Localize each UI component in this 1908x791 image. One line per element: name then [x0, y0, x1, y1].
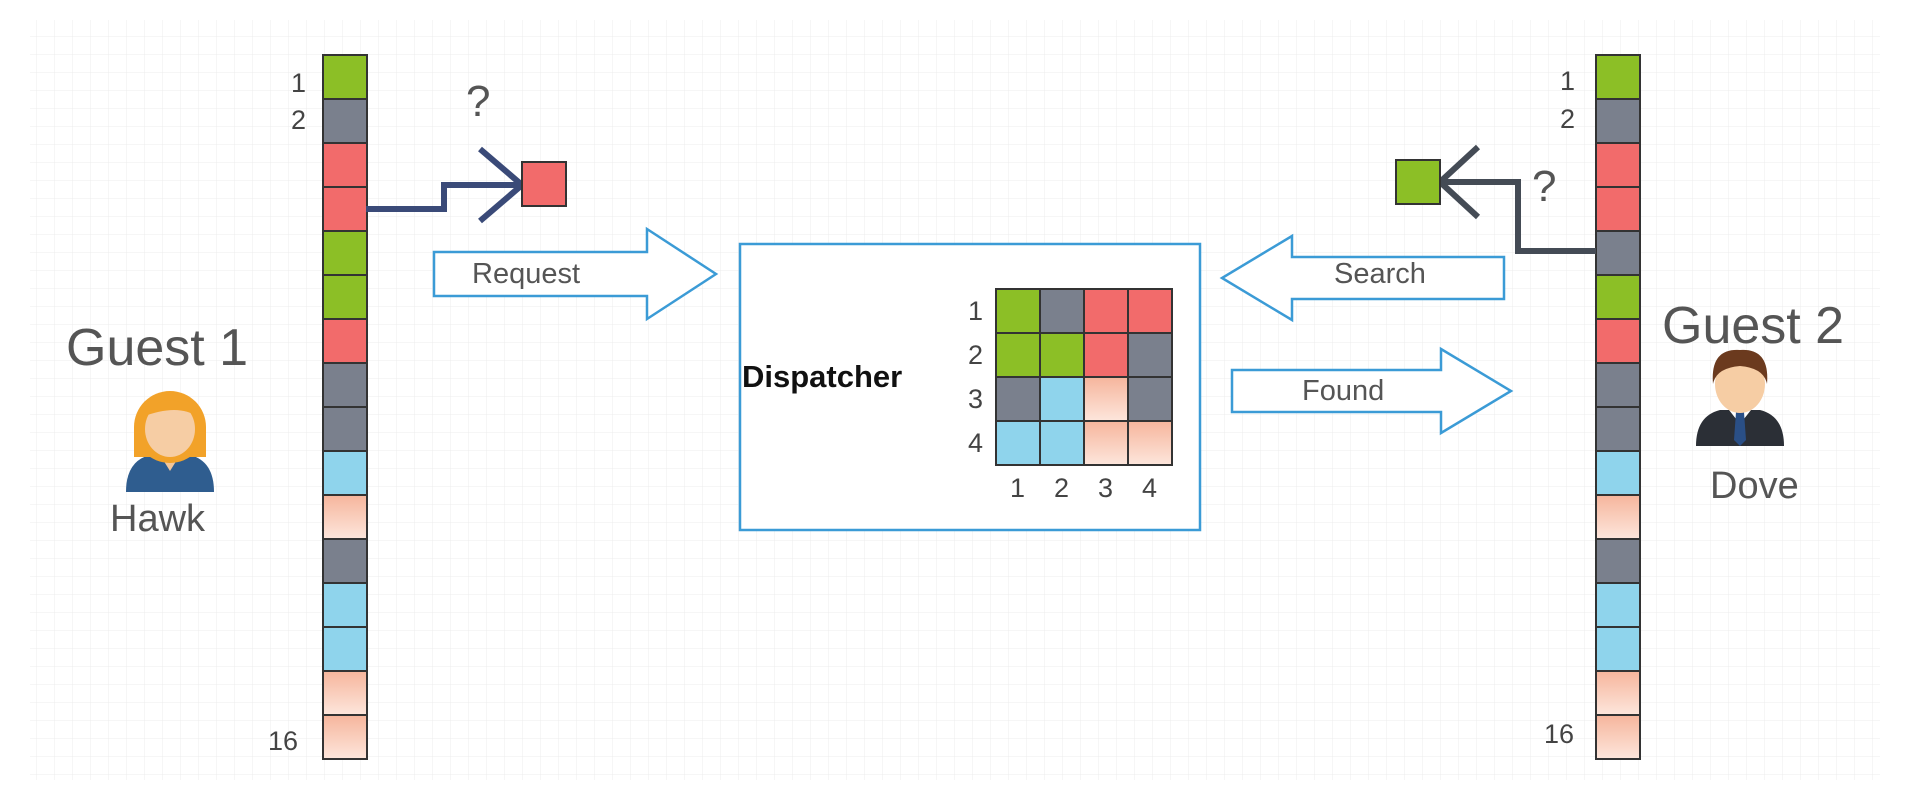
matrix-col-label-3: 3	[1098, 473, 1114, 503]
matrix-cell-r4-c3	[1083, 420, 1129, 466]
guest1-index-first: 1	[291, 68, 307, 98]
female-user-icon	[126, 391, 214, 492]
matrix-cell-r1-c1	[995, 288, 1041, 334]
matrix-cell-r2-c3	[1083, 332, 1129, 378]
guest2-memory-cell-1	[1595, 54, 1641, 100]
found-label: Found	[1302, 375, 1385, 407]
matrix-cell-r4-c2	[1039, 420, 1085, 466]
guest1-index-second: 2	[291, 105, 307, 135]
guest1-name: Hawk	[110, 498, 206, 540]
male-user-icon	[1696, 349, 1784, 446]
guest1-memory-cell-8	[322, 362, 368, 408]
matrix-row-label-4: 4	[968, 428, 984, 458]
guest2-memory-cell-6	[1595, 274, 1641, 320]
guest2-title: Guest 2	[1662, 297, 1845, 355]
matrix-cell-r2-c1	[995, 332, 1041, 378]
guest1-query-block	[521, 161, 567, 207]
guest2-query-block	[1395, 159, 1441, 205]
guest1-memory-cell-16	[322, 714, 368, 760]
matrix-cell-r1-c4	[1127, 288, 1173, 334]
matrix-cell-r2-c2	[1039, 332, 1085, 378]
guest1-query-mark: ?	[466, 77, 491, 126]
request-label: Request	[472, 258, 581, 290]
matrix-cell-r4-c4	[1127, 420, 1173, 466]
matrix-col-label-4: 4	[1142, 473, 1158, 503]
found-arrow	[1230, 346, 1514, 436]
matrix-cell-r1-c3	[1083, 288, 1129, 334]
guest2-search-connector	[1440, 179, 1596, 254]
matrix-cell-r2-c4	[1127, 332, 1173, 378]
guest2-memory-cell-11	[1595, 494, 1641, 540]
search-arrow	[1219, 233, 1506, 323]
matrix-cell-r3-c4	[1127, 376, 1173, 422]
matrix-col-label-1: 1	[1010, 473, 1026, 503]
guest2-index-second: 2	[1560, 104, 1576, 134]
guest1-memory-cell-1	[322, 54, 368, 100]
guest2-memory-cell-13	[1595, 582, 1641, 628]
guest1-memory-cell-6	[322, 274, 368, 320]
search-label: Search	[1334, 258, 1426, 290]
matrix-cell-r3-c3	[1083, 376, 1129, 422]
matrix-cell-r4-c1	[995, 420, 1041, 466]
guest1-memory-cell-4	[322, 186, 368, 232]
matrix-cell-r1-c2	[1039, 288, 1085, 334]
guest1-memory-cell-7	[322, 318, 368, 364]
guest1-memory-cell-5	[322, 230, 368, 276]
guest1-memory-cell-13	[322, 582, 368, 628]
dispatcher-title: Dispatcher	[742, 359, 903, 394]
guest1-memory-cell-2	[322, 98, 368, 144]
guest2-memory-cell-2	[1595, 98, 1641, 144]
guest2-memory-cell-10	[1595, 450, 1641, 496]
guest1-memory-cell-15	[322, 670, 368, 716]
matrix-row-label-3: 3	[968, 384, 984, 414]
guest2-memory-cell-7	[1595, 318, 1641, 364]
request-arrow	[432, 226, 719, 322]
guest2-memory-cell-15	[1595, 670, 1641, 716]
guest2-query-mark: ?	[1532, 162, 1557, 211]
guest2-memory-cell-14	[1595, 626, 1641, 672]
guest1-title: Guest 1	[66, 319, 249, 377]
guest1-memory-cell-12	[322, 538, 368, 584]
guest1-memory-cell-14	[322, 626, 368, 672]
guest2-index-last: 16	[1544, 719, 1575, 749]
guest2-memory-cell-8	[1595, 362, 1641, 408]
guest1-memory-column	[322, 54, 368, 760]
guest2-memory-cell-9	[1595, 406, 1641, 452]
matrix-col-label-2: 2	[1054, 473, 1070, 503]
guest2-memory-column	[1595, 54, 1641, 760]
matrix-cell-r3-c2	[1039, 376, 1085, 422]
guest2-name: Dove	[1710, 465, 1799, 507]
guest2-memory-cell-12	[1595, 538, 1641, 584]
matrix-row-label-1: 1	[968, 296, 984, 326]
guest1-index-last: 16	[268, 726, 299, 756]
guest2-memory-cell-3	[1595, 142, 1641, 188]
guest1-memory-cell-11	[322, 494, 368, 540]
guest1-memory-cell-3	[322, 142, 368, 188]
guest2-memory-cell-4	[1595, 186, 1641, 232]
guest2-index-first: 1	[1560, 66, 1576, 96]
guest1-memory-cell-10	[322, 450, 368, 496]
guest1-memory-cell-9	[322, 406, 368, 452]
guest1-request-connector	[366, 182, 522, 212]
matrix-row-label-2: 2	[968, 340, 984, 370]
dispatcher-matrix	[995, 288, 1173, 466]
guest2-memory-cell-16	[1595, 714, 1641, 760]
matrix-cell-r3-c1	[995, 376, 1041, 422]
guest2-memory-cell-5	[1595, 230, 1641, 276]
